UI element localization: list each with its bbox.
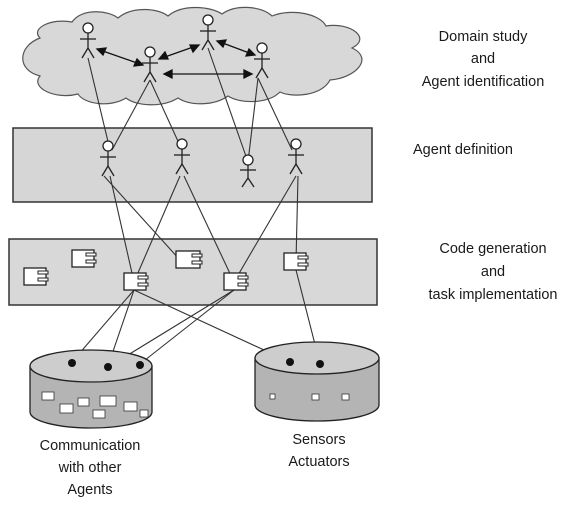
codegen-label-line2: and (481, 264, 505, 280)
defined-agent-icon (240, 154, 256, 188)
sensors-label-line2: Actuators (288, 454, 349, 470)
domain-label-line3: Agent identification (422, 74, 545, 90)
cloud-arrows (95, 39, 257, 80)
component-icon (283, 252, 309, 271)
defined-agent-icon (174, 138, 190, 175)
sensors-label-line1: Sensors (292, 432, 345, 448)
codegen-label-line3: task implementation (429, 287, 558, 303)
cloud-agent-icon (80, 22, 96, 59)
codegen-label-line1: Code generation (439, 241, 546, 257)
domain-cloud (22, 6, 363, 106)
agent-definition-panel (12, 127, 373, 203)
agent-definition-label: Agent definition (413, 142, 513, 158)
component-icon (223, 272, 249, 291)
domain-label-line2: and (471, 51, 495, 67)
communication-database-icon (29, 349, 153, 429)
cloud-agent-icon (254, 42, 270, 79)
cloud-agent-icon (142, 46, 158, 83)
cloud-agent-icon (200, 14, 216, 51)
communication-label-line1: Communication (40, 438, 141, 454)
domain-label-line1: Domain study (439, 29, 528, 45)
component-icon (175, 250, 203, 269)
sensors-database-icon (254, 341, 380, 422)
component-icon (23, 267, 49, 286)
defined-agent-icon (100, 140, 116, 177)
communication-label-line2: with other (58, 460, 122, 476)
component-icon (123, 272, 149, 291)
code-generation-panel (8, 238, 378, 306)
communication-label-line3: Agents (67, 482, 112, 498)
defined-agent-icon (288, 138, 304, 175)
component-icon (71, 249, 97, 268)
